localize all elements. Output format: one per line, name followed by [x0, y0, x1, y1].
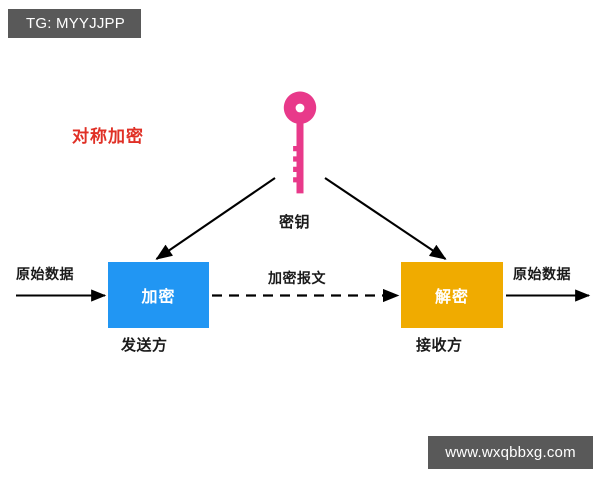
- node-encrypt-caption: 发送方: [121, 337, 168, 354]
- flow-label-input: 原始数据: [16, 266, 74, 282]
- arrow-key-to-encrypt: [155, 177, 276, 260]
- key-icon: [283, 91, 317, 194]
- node-decrypt-caption: 接收方: [416, 337, 463, 354]
- diagram-title: 对称加密: [72, 127, 144, 146]
- flow-label-ciphertext: 加密报文: [268, 270, 326, 286]
- key-label: 密钥: [279, 214, 311, 231]
- node-decrypt[interactable]: 解密: [401, 262, 503, 328]
- node-decrypt-label: 解密: [434, 289, 469, 306]
- watermark-top-left: TG: MYYJJPP: [8, 9, 141, 38]
- node-encrypt-label: 加密: [141, 289, 176, 306]
- flow-label-output: 原始数据: [513, 266, 571, 282]
- watermark-bottom-right: www.wxqbbxg.com: [428, 436, 593, 469]
- arrow-key-to-decrypt: [324, 177, 447, 260]
- node-encrypt[interactable]: 加密: [108, 262, 209, 328]
